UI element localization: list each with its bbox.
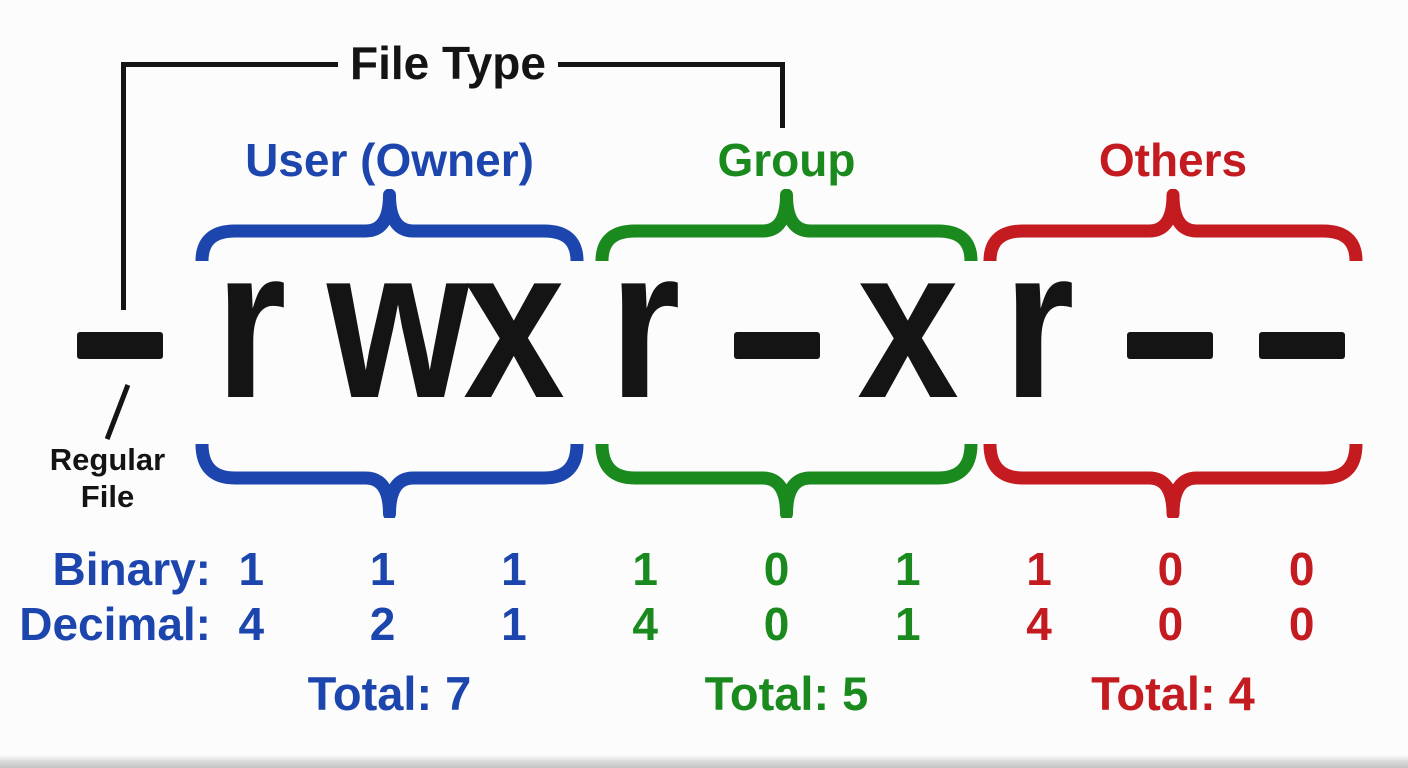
perm-char-5 (711, 215, 843, 455)
decimal-digit-4: 4 (632, 598, 658, 650)
bottom-edge-artifact (0, 755, 1408, 768)
binary-digit-9: 0 (1288, 543, 1315, 595)
perm-dash-glyph (1127, 332, 1214, 359)
others-total: Total: 4 (1091, 667, 1255, 720)
binary-digit-8: 0 (1157, 543, 1184, 595)
regular-file-label: Regular File (49, 442, 166, 514)
decimal-digit-3: 1 (501, 598, 527, 650)
decimal-digit-7: 4 (1026, 598, 1052, 650)
group-top-brace (595, 189, 978, 262)
others-label: Others (1098, 134, 1248, 186)
decimal-digit-1: 4 (238, 598, 265, 650)
group-total: Total: 5 (704, 667, 869, 720)
perm-char-8 (1104, 215, 1236, 455)
perm-dash-glyph (77, 332, 163, 359)
binary-row: Binary: 1 1 1 1 0 1 1 0 0 (0, 546, 1408, 598)
perm-char-6: x (856, 202, 959, 443)
binary-digit-7: 1 (1026, 543, 1052, 595)
perm-dash-glyph (733, 332, 820, 359)
file-type-bracket-left-line (121, 62, 126, 310)
perm-char-3: x (463, 202, 565, 443)
perm-char-1: r (215, 202, 287, 443)
binary-row-label: Binary: (52, 543, 211, 595)
binary-digit-5: 0 (763, 543, 790, 595)
user-total: Total: 7 (307, 667, 472, 720)
group-label: Group (717, 134, 856, 186)
binary-digit-6: 1 (895, 543, 921, 595)
binary-digit-4: 1 (632, 543, 658, 595)
decimal-row: Decimal: 4 2 1 4 0 1 4 0 0 (0, 601, 1408, 653)
perm-char-2: w (326, 202, 469, 443)
user-bottom-brace (195, 443, 584, 518)
user-top-brace (195, 189, 584, 262)
perm-char-0 (54, 215, 186, 455)
group-bottom-brace (595, 443, 978, 518)
decimal-row-label: Decimal: (19, 598, 211, 650)
decimal-digit-8: 0 (1157, 598, 1184, 650)
binary-digit-1: 1 (238, 543, 265, 595)
binary-digit-3: 1 (501, 543, 527, 595)
decimal-digit-2: 2 (369, 598, 396, 650)
perm-char-7: r (1003, 202, 1075, 443)
file-type-label: File Type (338, 36, 558, 90)
others-bottom-brace (983, 443, 1363, 518)
perm-char-4: r (609, 202, 681, 443)
perm-char-9 (1236, 215, 1368, 455)
others-top-brace (983, 189, 1363, 262)
perm-dash-glyph (1258, 332, 1345, 359)
decimal-digit-5: 0 (763, 598, 790, 650)
user-owner-label: User (Owner) (245, 134, 534, 186)
decimal-digit-9: 0 (1288, 598, 1315, 650)
file-type-bracket-right-line (780, 62, 785, 128)
decimal-digit-6: 1 (895, 598, 921, 650)
binary-digit-2: 1 (369, 543, 396, 595)
